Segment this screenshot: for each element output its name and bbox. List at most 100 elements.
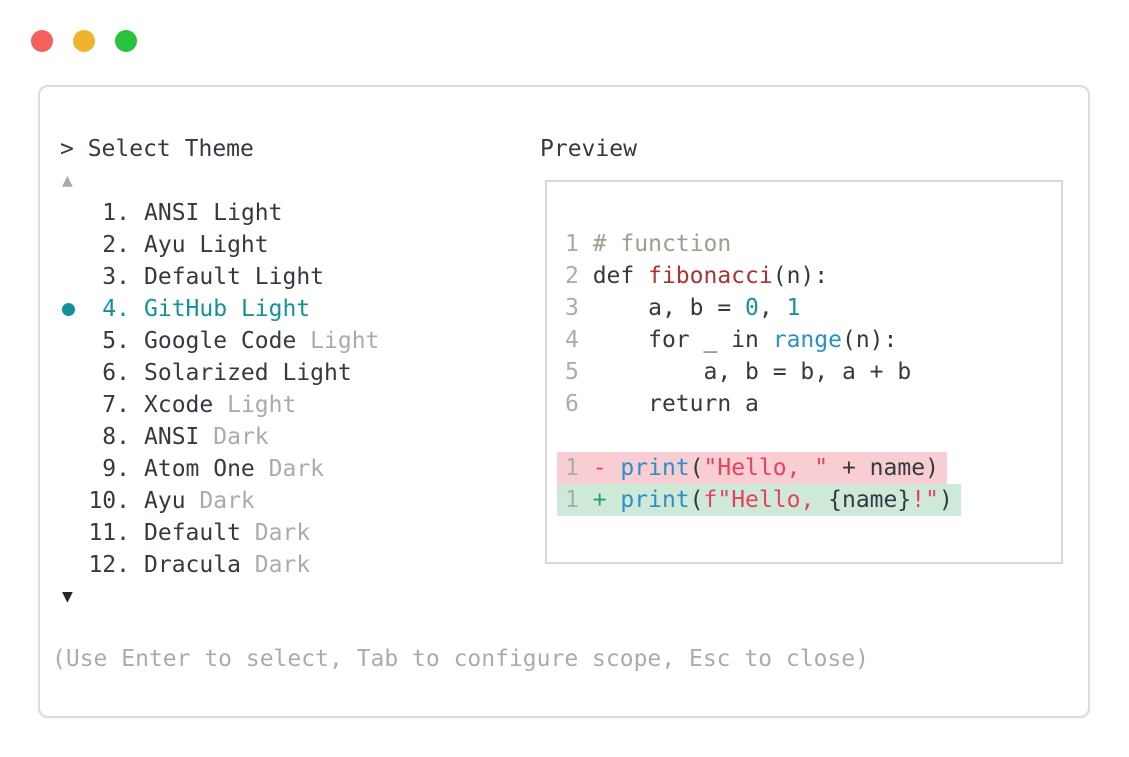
code-token: ( <box>689 487 704 513</box>
theme-list-item[interactable]: 10. Ayu Dark <box>60 485 379 517</box>
theme-number: 5. <box>102 328 130 354</box>
code-token: - <box>592 455 621 481</box>
diff-sample: 1 - print("Hello, " + name)1 + print(f"H… <box>557 452 1061 516</box>
code-token: print <box>620 487 690 513</box>
code-line: 6 return a <box>565 388 1061 420</box>
theme-number: 9. <box>102 456 130 482</box>
selection-marker <box>60 389 88 421</box>
code-token: !" <box>911 487 939 513</box>
theme-list-item[interactable]: 5. Google Code Light <box>60 325 379 357</box>
code-token: ) <box>938 487 953 513</box>
theme-label: Default Dark <box>144 520 311 546</box>
code-token: ( <box>689 455 704 481</box>
code-token: "Hello, " <box>703 455 829 481</box>
preview-heading: Preview <box>540 136 637 162</box>
code-token: # function <box>592 231 732 257</box>
selection-marker <box>60 261 88 293</box>
selection-marker <box>60 229 88 261</box>
selection-marker <box>60 293 88 325</box>
line-number: 4 <box>565 327 593 353</box>
select-theme-prompt: > Select Theme <box>60 136 254 162</box>
theme-label: Default Light <box>144 264 325 290</box>
theme-number: 11. <box>88 520 130 546</box>
diff-line: 1 + print(f"Hello, {name}!") <box>557 484 1061 516</box>
selection-marker <box>60 197 88 229</box>
theme-label: Xcode Light <box>144 392 297 418</box>
theme-list-item[interactable]: 3. Default Light <box>60 261 379 293</box>
code-token: for _ in <box>592 327 773 353</box>
theme-label: ANSI Dark <box>144 424 269 450</box>
keyboard-hints: (Use Enter to select, Tab to configure s… <box>52 646 869 672</box>
theme-number: 12. <box>88 552 130 578</box>
theme-selector-pane: > Select Theme ▲ 1. ANSI Light 2. Ayu Li… <box>60 133 379 613</box>
selection-marker <box>60 517 88 549</box>
minimize-window-icon[interactable] <box>73 30 95 52</box>
selection-marker <box>60 357 88 389</box>
code-token: {name} <box>828 487 912 513</box>
line-number: 3 <box>565 295 593 321</box>
theme-number: 3. <box>102 264 130 290</box>
theme-list-item[interactable]: 11. Default Dark <box>60 517 379 549</box>
code-token: (n): <box>772 263 829 289</box>
theme-list-item[interactable]: 4. GitHub Light <box>60 293 379 325</box>
code-token: 1 <box>786 295 801 321</box>
code-line: 2 def fibonacci(n): <box>565 260 1061 292</box>
code-token: f"Hello, <box>703 487 829 513</box>
code-token: return a <box>592 391 759 417</box>
theme-number: 8. <box>102 424 130 450</box>
code-token: (n): <box>841 327 898 353</box>
code-line: 3 a, b = 0, 1 <box>565 292 1061 324</box>
theme-list-item[interactable]: 6. Solarized Light <box>60 357 379 389</box>
code-token: , <box>758 295 787 321</box>
selection-marker <box>60 549 88 581</box>
selection-marker <box>60 421 88 453</box>
theme-list-item[interactable]: 2. Ayu Light <box>60 229 379 261</box>
theme-list-item[interactable]: 1. ANSI Light <box>60 197 379 229</box>
scroll-down-icon[interactable]: ▼ <box>62 586 73 607</box>
selection-marker <box>60 485 88 517</box>
line-number: 5 <box>565 359 593 385</box>
theme-list-item[interactable]: 7. Xcode Light <box>60 389 379 421</box>
code-line: 1 # function <box>565 228 1061 260</box>
selection-marker <box>60 325 88 357</box>
theme-number: 7. <box>102 392 130 418</box>
selection-marker <box>60 453 88 485</box>
code-token: + name) <box>828 455 939 481</box>
theme-list-item[interactable]: 12. Dracula Dark <box>60 549 379 581</box>
theme-label: Google Code Light <box>144 328 380 354</box>
line-number: 1 <box>565 487 593 513</box>
theme-number: 6. <box>102 360 130 386</box>
code-token: print <box>620 455 690 481</box>
theme-label: Ayu Dark <box>144 488 255 514</box>
theme-label: Ayu Light <box>144 232 269 258</box>
theme-label: GitHub Light <box>144 296 311 322</box>
theme-label: ANSI Light <box>144 200 283 226</box>
code-token: + <box>592 487 621 513</box>
line-number: 6 <box>565 391 593 417</box>
code-token: def <box>592 263 649 289</box>
code-token: a, b = b, a + b <box>592 359 912 385</box>
line-number: 1 <box>565 231 593 257</box>
selected-bullet-icon <box>62 303 75 316</box>
line-number: 2 <box>565 263 593 289</box>
theme-list-item[interactable]: 9. Atom One Dark <box>60 453 379 485</box>
theme-list: 1. ANSI Light 2. Ayu Light 3. Default Li… <box>60 197 379 581</box>
diff-line: 1 - print("Hello, " + name) <box>557 452 1061 484</box>
scroll-up-icon[interactable]: ▲ <box>62 170 73 191</box>
code-token: a, b = <box>592 295 746 321</box>
theme-list-item[interactable]: 8. ANSI Dark <box>60 421 379 453</box>
code-token: 0 <box>745 295 759 321</box>
code-line: 5 a, b = b, a + b <box>565 356 1061 388</box>
theme-selector-window: > Select Theme ▲ 1. ANSI Light 2. Ayu Li… <box>38 85 1090 718</box>
theme-number: 1. <box>102 200 130 226</box>
code-token: range <box>772 327 842 353</box>
theme-label: Solarized Light <box>144 360 352 386</box>
maximize-window-icon[interactable] <box>115 30 137 52</box>
window-controls <box>31 30 137 52</box>
theme-number: 2. <box>102 232 130 258</box>
close-window-icon[interactable] <box>31 30 53 52</box>
theme-label: Atom One Dark <box>144 456 325 482</box>
theme-label: Dracula Dark <box>144 552 311 578</box>
